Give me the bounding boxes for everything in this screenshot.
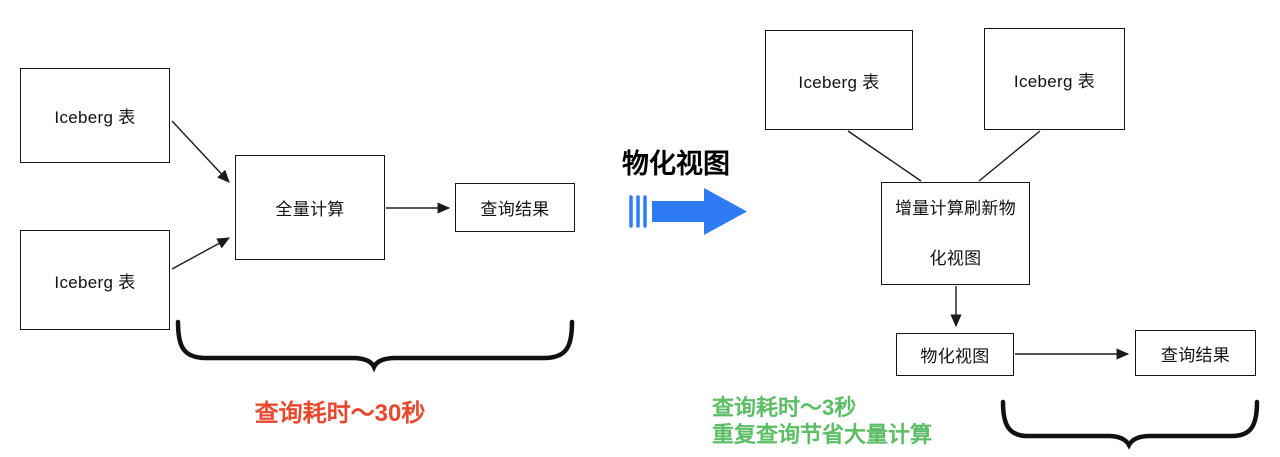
right-iceberg-box-1: Iceberg 表 [765, 30, 913, 130]
incremental-compute-box: 增量计算刷新物 化视图 [881, 182, 1030, 285]
full-compute-box-label: 全量计算 [275, 200, 345, 219]
line-right-iceberg2-to-incremental [978, 130, 1041, 182]
arrow-left-iceberg1-to-compute [171, 120, 230, 183]
incremental-compute-box-line1: 增量计算刷新物 [894, 198, 1017, 218]
arrow-left-iceberg2-to-compute [171, 237, 230, 270]
right-result-box-label: 查询结果 [1160, 345, 1231, 365]
right-caption: 查询耗时～3秒 重复查询节省大量计算 [712, 394, 932, 448]
brace-left [175, 319, 575, 373]
right-iceberg-box-1-label: Iceberg 表 [798, 72, 880, 92]
left-caption: 查询耗时～30秒 [254, 400, 426, 427]
left-result-box-label: 查询结果 [480, 200, 550, 219]
right-iceberg-box-2: Iceberg 表 [984, 28, 1125, 130]
materialized-view-box-label: 物化视图 [920, 347, 990, 366]
left-iceberg-box-2: Iceberg 表 [20, 230, 170, 330]
left-iceberg-box-1: Iceberg 表 [20, 68, 170, 163]
right-caption-line2: 重复查询节省大量计算 [712, 422, 933, 447]
fast-forward-arrow-body [652, 188, 747, 235]
fast-forward-arrow-icon [629, 188, 747, 235]
left-iceberg-box-1-label: Iceberg 表 [54, 108, 136, 127]
left-iceberg-box-2-label: Iceberg 表 [54, 272, 136, 292]
incremental-compute-box-line2: 化视图 [929, 248, 982, 268]
right-result-box: 查询结果 [1135, 330, 1256, 376]
brace-right [1000, 399, 1260, 450]
right-caption-line1: 查询耗时～3秒 [712, 395, 857, 420]
transition-label: 物化视图 [622, 149, 730, 179]
line-right-iceberg1-to-incremental [847, 130, 922, 182]
right-iceberg-box-2-label: Iceberg 表 [1013, 71, 1096, 91]
full-compute-box: 全量计算 [235, 155, 385, 260]
materialized-view-box: 物化视图 [896, 333, 1014, 376]
left-result-box: 查询结果 [455, 183, 575, 232]
